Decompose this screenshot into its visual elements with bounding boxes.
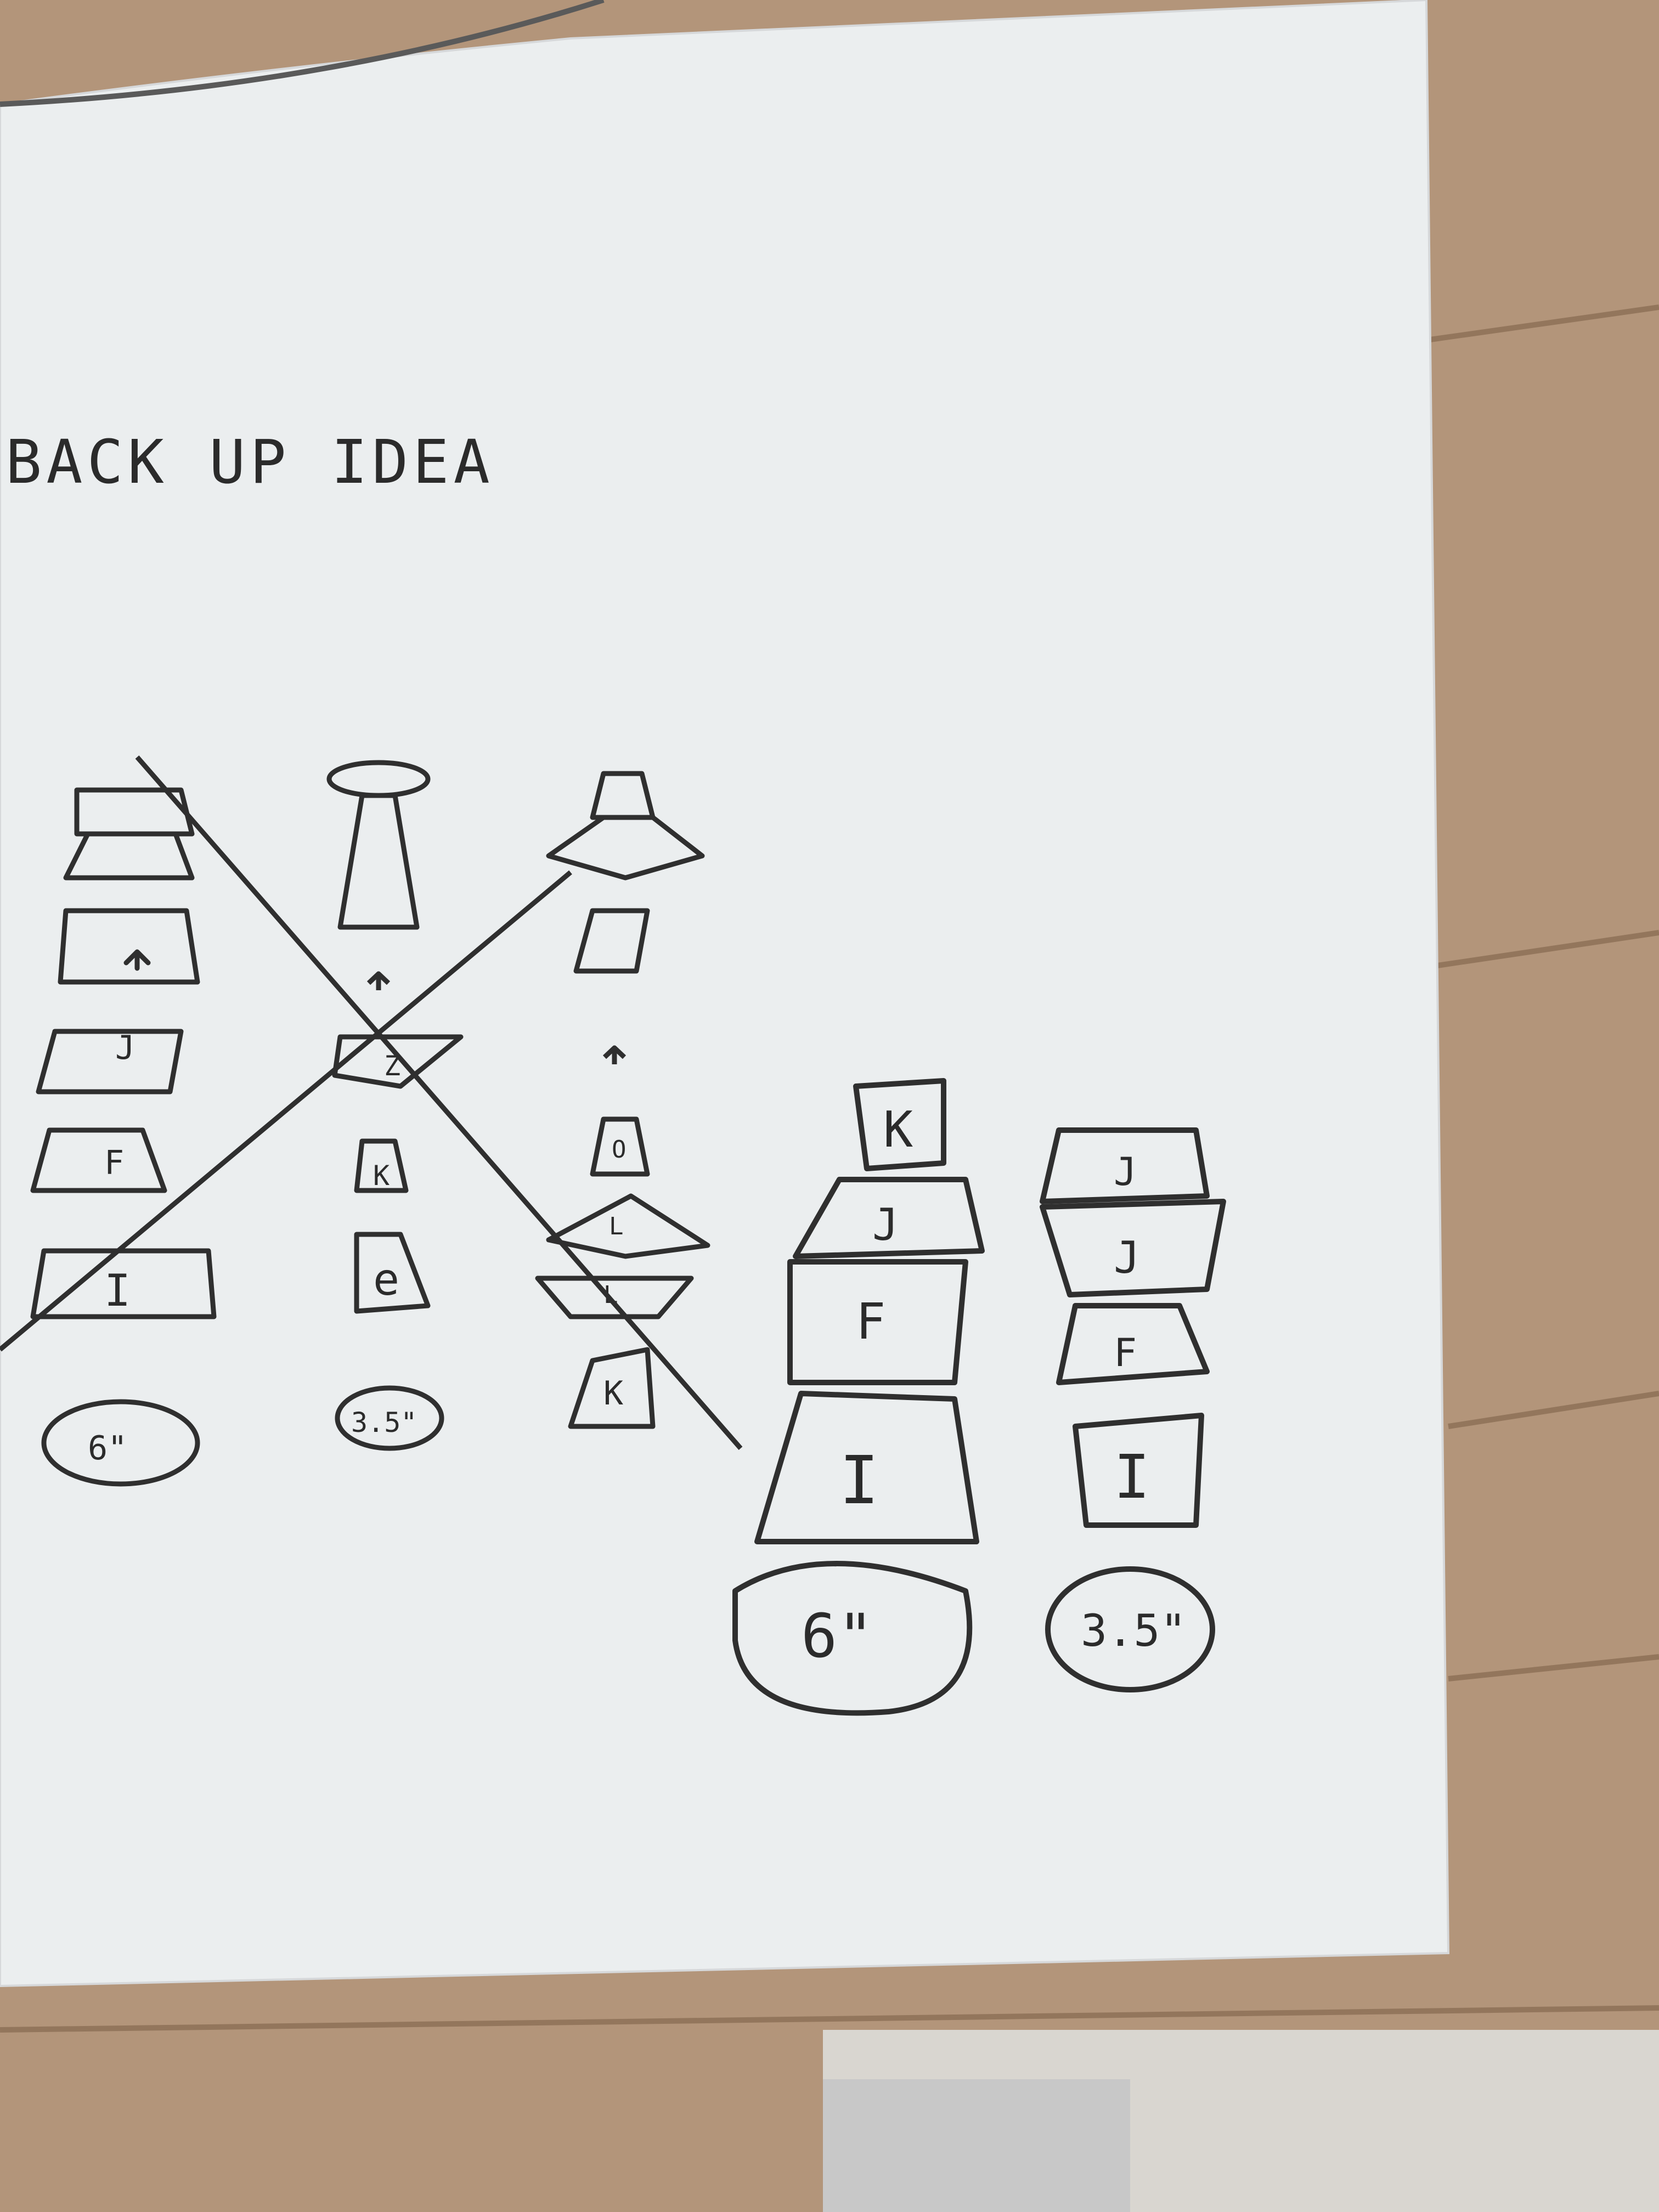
heading-text: BACK UP IDEA [5, 427, 494, 497]
left-sketch [30, 787, 217, 1487]
col1-label-2: F [104, 1144, 124, 1182]
left-sketch-col3 [535, 771, 710, 1429]
col2-base: 3.5" [351, 1407, 417, 1438]
col3-label-4: K [603, 1374, 623, 1413]
stack-b-label-3: F [1114, 1330, 1137, 1375]
col2-label-2: K [373, 1160, 390, 1192]
stack-a-base: 6" [801, 1601, 873, 1671]
stack-b-label-4: I [1114, 1442, 1150, 1512]
paper-tear-edge [0, 0, 605, 107]
right-sketch [732, 1078, 1226, 1716]
stack-b-label-2: J [1114, 1232, 1140, 1283]
cross-out-lines [0, 755, 743, 1450]
col2-label-3: e [373, 1254, 399, 1305]
chair-bottom [823, 2079, 1130, 2212]
stack-b-base: 3.5" [1081, 1605, 1187, 1656]
col1-label-3: I [104, 1265, 131, 1316]
col1-base: 6" [88, 1429, 127, 1468]
stack-b-label-1: J [1114, 1149, 1137, 1194]
col3-label-2: L [609, 1212, 624, 1240]
col3-label-1: O [612, 1136, 627, 1164]
stack-a-label-4: I [839, 1443, 879, 1519]
paper-sheet [0, 0, 1450, 1988]
stack-a-label-1: K [883, 1101, 913, 1159]
stack-a-label-3: F [856, 1293, 885, 1351]
left-sketch-col2 [326, 760, 464, 1451]
wood-planks [0, 304, 1659, 2033]
stack-a-label-2: J [872, 1199, 899, 1250]
col1-label-1: J [115, 1029, 135, 1067]
